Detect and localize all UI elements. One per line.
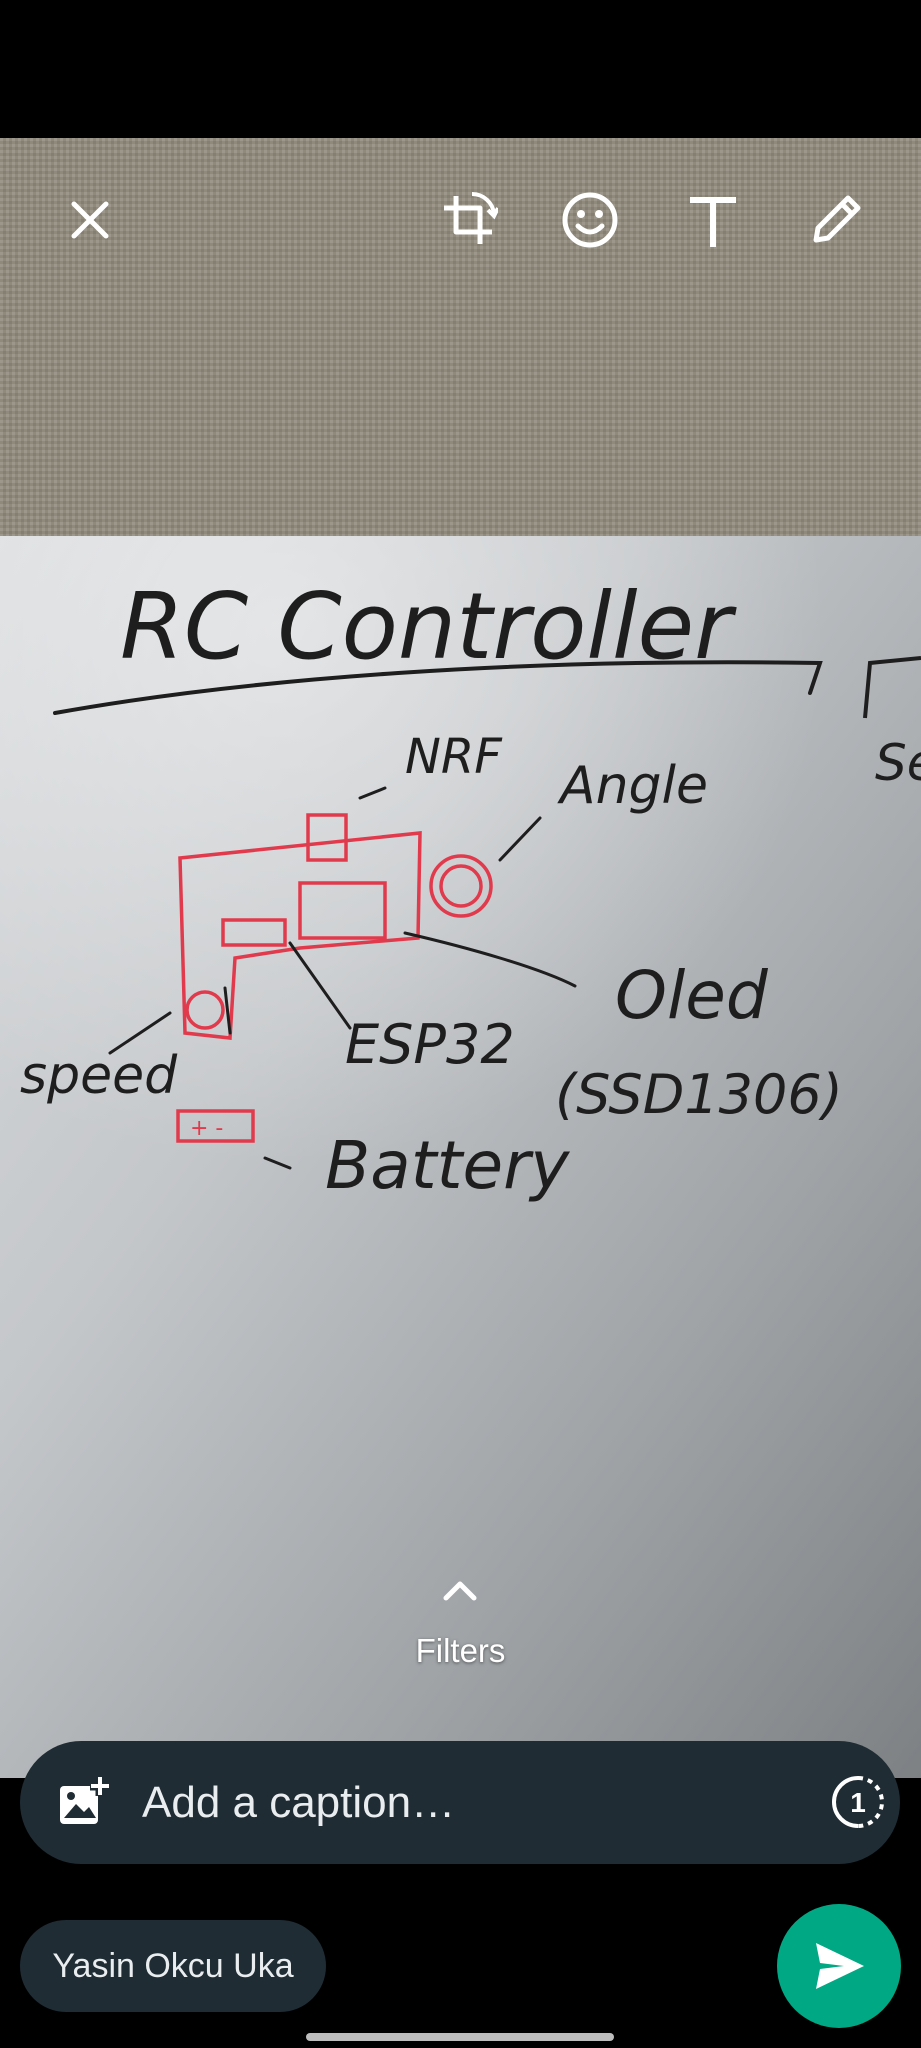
home-indicator[interactable]	[306, 2033, 614, 2041]
controller-sketch	[176, 813, 493, 1143]
battery-symbol: + -	[190, 1116, 223, 1141]
send-button[interactable]	[777, 1904, 901, 2028]
emoji-icon	[562, 192, 618, 248]
close-icon	[71, 201, 109, 239]
handwritten-esp32: ESP32	[345, 1013, 515, 1076]
handwritten-speed: speed	[20, 1046, 178, 1106]
photo-preview[interactable]: RC Controller NRF Angle speed ESP32 Oled…	[0, 138, 921, 1778]
title-underline	[53, 660, 823, 715]
text-button[interactable]	[673, 180, 753, 260]
handwritten-battery: Battery	[325, 1127, 570, 1204]
handwritten-title: RC Controller	[120, 573, 737, 680]
view-once-button[interactable]: 1	[830, 1774, 886, 1830]
editor-toolbar	[0, 180, 921, 260]
status-bar-area	[0, 0, 921, 138]
view-once-number: 1	[850, 1787, 866, 1818]
add-media-button[interactable]	[56, 1774, 112, 1830]
crop-rotate-icon	[444, 191, 498, 244]
draw-button[interactable]	[796, 180, 876, 260]
wall-background	[0, 138, 921, 538]
emoji-button[interactable]	[550, 180, 630, 260]
caption-input[interactable]	[142, 1765, 782, 1841]
pencil-icon	[813, 195, 861, 243]
view-once-icon: 1	[832, 1776, 884, 1828]
handwritten-oled: Oled	[615, 957, 769, 1034]
add-image-icon	[60, 1776, 110, 1824]
recipient-name: Yasin Okcu Uka	[52, 1946, 294, 1985]
send-icon	[816, 1943, 864, 1989]
handwritten-edge: Se	[875, 734, 921, 792]
recipient-chip[interactable]: Yasin Okcu Uka	[20, 1920, 326, 2012]
filters-label: Filters	[415, 1632, 506, 1669]
crop-button[interactable]	[428, 180, 508, 260]
text-icon	[690, 197, 736, 247]
handwritten-ssd1306: (SSD1306)	[555, 1063, 843, 1126]
close-button[interactable]	[50, 180, 130, 260]
chevron-up-icon	[443, 1581, 477, 1601]
caption-bar: 1	[20, 1741, 900, 1864]
handwritten-angle: Angle	[557, 756, 708, 816]
handwritten-nrf: NRF	[405, 729, 503, 785]
diagram-arrows	[108, 786, 577, 1170]
filters-handle[interactable]: Filters	[0, 1570, 921, 1680]
